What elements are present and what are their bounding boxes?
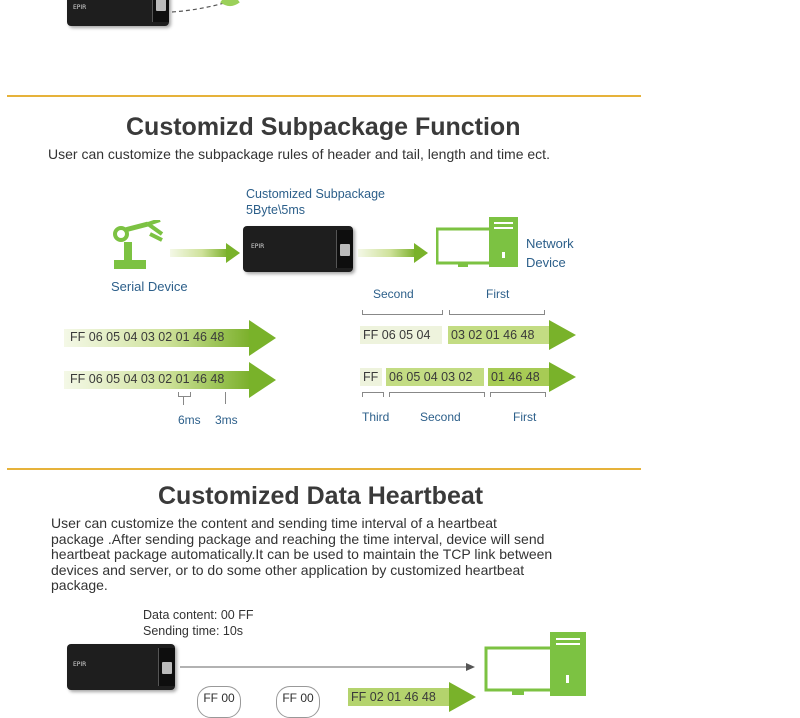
- heartbeat-description: User can customize the content and sendi…: [51, 515, 611, 594]
- time-split-segment-third: FF: [360, 368, 382, 386]
- time-split-label-third: Third: [362, 410, 390, 424]
- heartbeat-data-content: Data content: 00 FF: [143, 608, 254, 622]
- input-packet-2-text: FF 06 05 04 03 02 01 46 48: [70, 372, 225, 386]
- time-split-bracket-third: [362, 392, 384, 397]
- serial-device-label: Serial Device: [111, 279, 188, 294]
- time-split-segment-first: 01 46 48: [488, 368, 550, 386]
- heartbeat-description-line-2: package .After sending package and reach…: [51, 530, 545, 547]
- timing-label-6ms: 6ms: [178, 413, 201, 427]
- time-split-bracket-first: [490, 392, 546, 397]
- subpackage-subtitle: User can customize the subpackage rules …: [48, 146, 550, 162]
- subpackage-device-label-line1: Customized Subpackage: [246, 187, 385, 201]
- time-split-label-first: First: [513, 410, 537, 424]
- input-packet-arrow-2: FF 06 05 04 03 02 01 46 48: [64, 362, 276, 398]
- timing-bracket-6ms: [178, 392, 191, 397]
- subpackage-device: EPIR: [243, 226, 353, 272]
- heartbeat-data-arrowhead: [449, 682, 476, 712]
- top-device-fragment: EPIR: [67, 0, 169, 26]
- heartbeat-data-packet: FF 02 01 46 48: [348, 688, 450, 706]
- timing-label-3ms: 3ms: [215, 413, 238, 427]
- section-divider-2: [7, 468, 641, 470]
- input-packet-arrow-1: FF 06 05 04 03 02 01 46 48: [64, 320, 276, 356]
- time-split-arrowhead: [549, 362, 576, 392]
- heartbeat-description-line-4: devices and server, or to do some other …: [51, 561, 525, 578]
- top-dashed-link: [171, 0, 240, 13]
- heartbeat-packet-2: FF 00: [276, 686, 320, 718]
- network-device-label-line1: Network: [526, 236, 574, 251]
- length-split-bracket-second: [362, 310, 443, 315]
- heartbeat-description-line-1: User can customize the content and sendi…: [51, 515, 497, 531]
- heartbeat-link-arrow: [180, 663, 475, 671]
- length-split-bracket-first: [449, 310, 545, 315]
- subpackage-title: Customizd Subpackage Function: [126, 113, 521, 141]
- heartbeat-title: Customized Data Heartbeat: [158, 482, 484, 510]
- network-device-label-line2: Device: [526, 255, 566, 270]
- device-to-network-arrow: [358, 243, 428, 267]
- heartbeat-computer-icon: [484, 632, 586, 696]
- section-divider-1: [7, 95, 641, 97]
- heartbeat-packet-1: FF 00: [197, 686, 241, 718]
- timing-tick-6ms: [183, 397, 184, 405]
- length-split-label-first: First: [486, 287, 510, 301]
- length-split-segment-second: FF 06 05 04: [360, 326, 442, 344]
- serial-to-device-arrow: [170, 243, 240, 267]
- heartbeat-description-line-5: package.: [51, 577, 108, 593]
- heartbeat-sending-time: Sending time: 10s: [143, 624, 244, 638]
- heartbeat-description-line-3: heartbeat package automatically.It can b…: [51, 546, 553, 562]
- length-split-segment-first: 03 02 01 46 48: [448, 326, 550, 344]
- time-split-bracket-second: [389, 392, 485, 397]
- length-split-label-second: Second: [373, 287, 414, 301]
- heartbeat-device: EPIR: [67, 644, 175, 690]
- time-split-segment-second: 06 05 04 03 02: [386, 368, 484, 386]
- subpackage-device-label-line2: 5Byte\5ms: [246, 203, 306, 217]
- input-packet-1-text: FF 06 05 04 03 02 01 46 48: [70, 330, 225, 344]
- timing-tick-3ms: [225, 392, 226, 404]
- time-split-label-second: Second: [420, 410, 461, 424]
- device-brand: EPIR: [251, 243, 265, 250]
- length-split-arrowhead: [549, 320, 576, 350]
- robot-arm-icon: [113, 220, 164, 269]
- network-computer-icon: [436, 217, 518, 267]
